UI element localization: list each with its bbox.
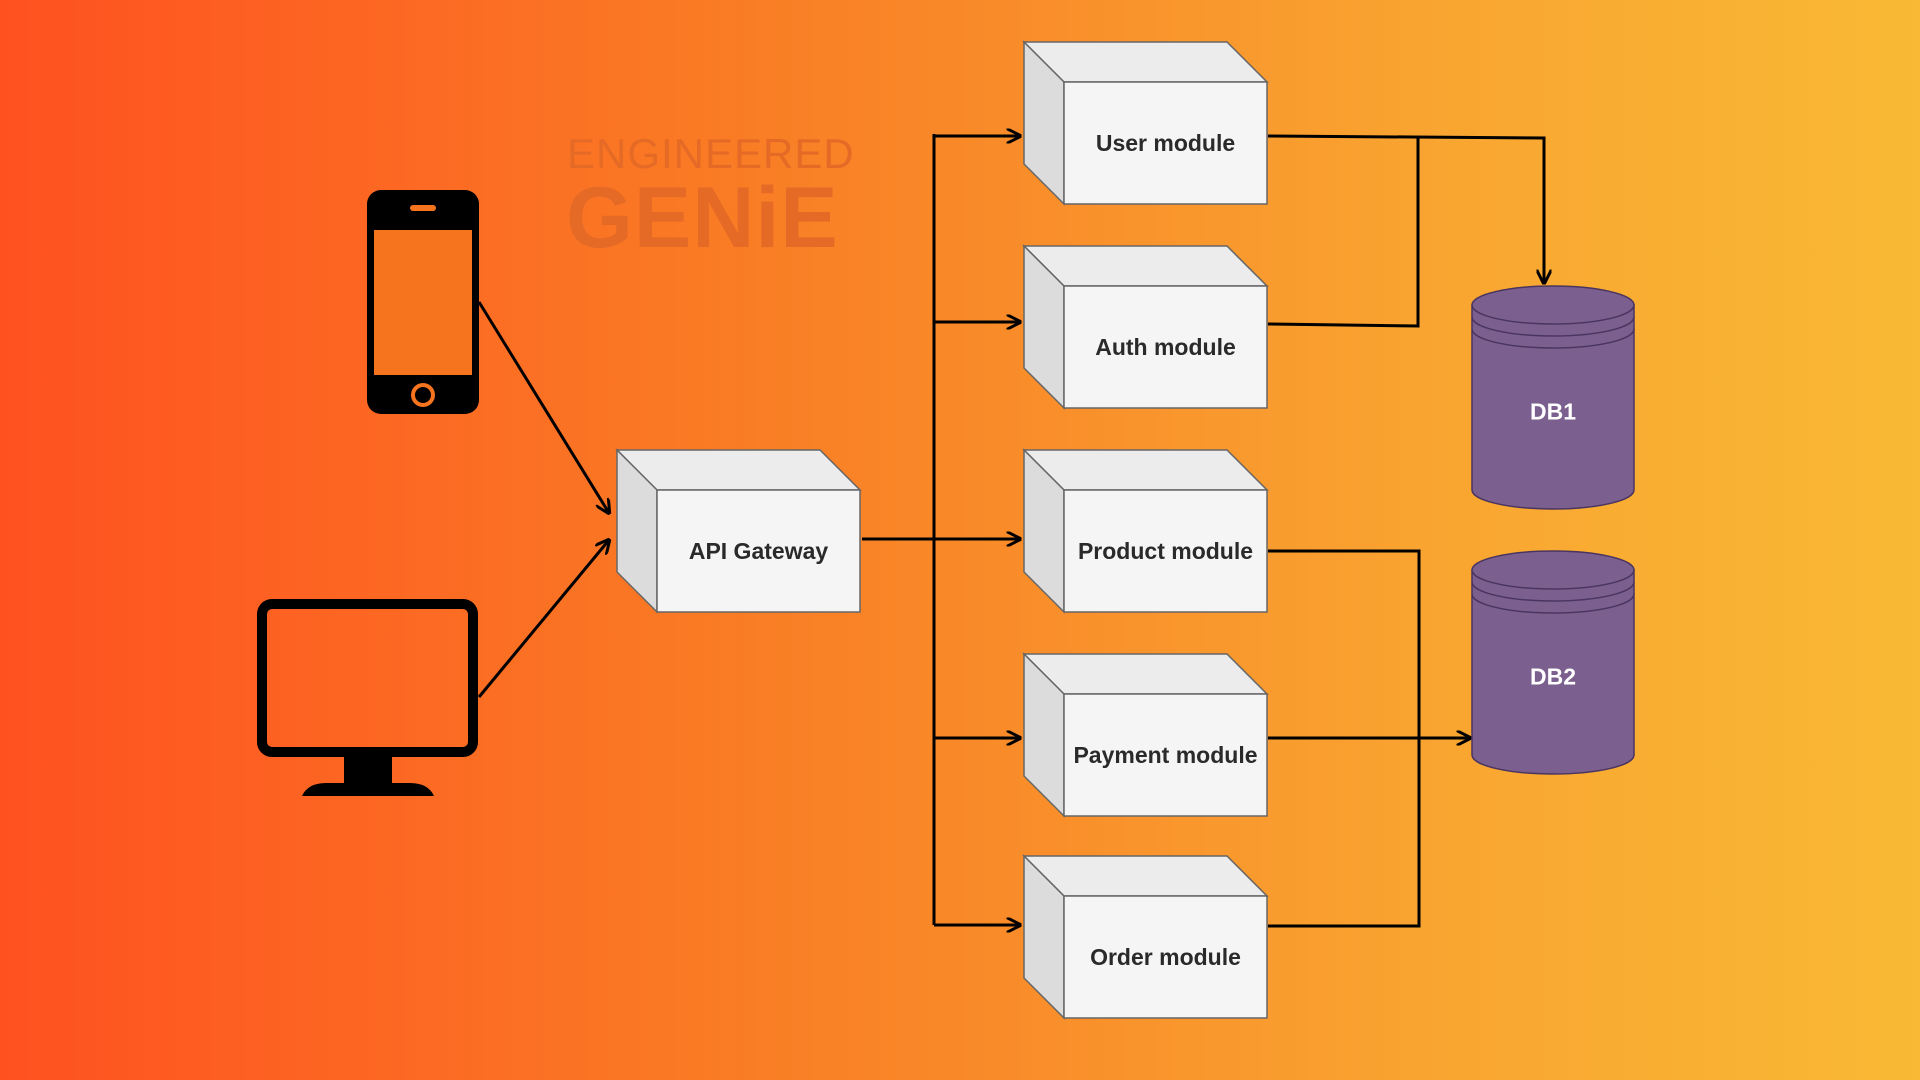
watermark-logo: ENGINEERED GENiE — [566, 130, 855, 266]
database-2-label: DB2 — [1530, 664, 1576, 690]
database-1-ring-1 — [1471, 316, 1635, 337]
api-gateway-box: API Gateway — [615, 448, 862, 614]
payment-module-front-face — [1063, 693, 1268, 817]
arrow-desktop-to-gateway — [477, 540, 609, 698]
payment-module-top-face — [1022, 653, 1269, 695]
user-module-front-face — [1063, 81, 1268, 205]
product-module-front-face — [1063, 489, 1268, 613]
product-module-label: Product module — [1078, 538, 1253, 564]
api-gateway-top-face — [615, 449, 862, 491]
database-2-ring-1 — [1471, 581, 1635, 602]
phone-home-button — [411, 383, 435, 407]
product-module: Product module — [1022, 448, 1269, 614]
auth-module-front-face — [1063, 285, 1268, 409]
database-1-top — [1471, 285, 1635, 325]
api-gateway: API Gateway — [615, 448, 862, 614]
api-gateway-label: API Gateway — [689, 538, 829, 564]
database-1-body — [1471, 304, 1635, 510]
database-1-cylinder: DB1 — [1471, 285, 1635, 510]
phone-screen — [374, 230, 472, 375]
watermark-line2: GENiE — [566, 170, 839, 266]
user-module-top-face — [1022, 41, 1269, 83]
user-module-label: User module — [1096, 130, 1235, 156]
modules-to-db2-connectors — [1268, 549, 1470, 928]
order-module-top-face — [1022, 855, 1269, 897]
monitor-screen — [257, 599, 478, 757]
order-module-front-face — [1063, 895, 1268, 1019]
auth-module-top-face — [1022, 245, 1269, 287]
database-1-ring-2 — [1471, 328, 1635, 349]
order-module: Order module — [1022, 854, 1269, 1020]
database-1-label: DB1 — [1530, 399, 1576, 425]
arrow-phone-to-gateway — [477, 301, 609, 513]
database-2-cylinder: DB2 — [1471, 550, 1635, 775]
monitor-stand — [302, 783, 434, 796]
database-2-body — [1471, 569, 1635, 775]
watermark-line1: ENGINEERED — [567, 130, 855, 177]
user-module: User module — [1022, 40, 1269, 206]
smartphone-icon — [367, 190, 479, 414]
auth-module-label: Auth module — [1095, 334, 1236, 360]
line-auth-module-to-db1 — [1267, 137, 1420, 328]
modules-to-db1-connectors — [1267, 134, 1544, 328]
phone-speaker — [410, 205, 436, 211]
payment-module: Payment module — [1022, 652, 1269, 818]
database-2-top — [1471, 550, 1635, 590]
order-module-label: Order module — [1090, 944, 1241, 970]
product-module-top-face — [1022, 449, 1269, 491]
desktop-monitor-icon — [257, 599, 478, 796]
payment-module-label: Payment module — [1073, 742, 1257, 768]
database-2-ring-2 — [1471, 593, 1635, 614]
monitor-neck — [344, 755, 392, 785]
gateway-to-modules-connectors — [862, 134, 1020, 925]
api-gateway-front-face — [656, 489, 861, 613]
arrow-user-module-to-db1 — [1267, 134, 1544, 283]
auth-module: Auth module — [1022, 244, 1269, 410]
